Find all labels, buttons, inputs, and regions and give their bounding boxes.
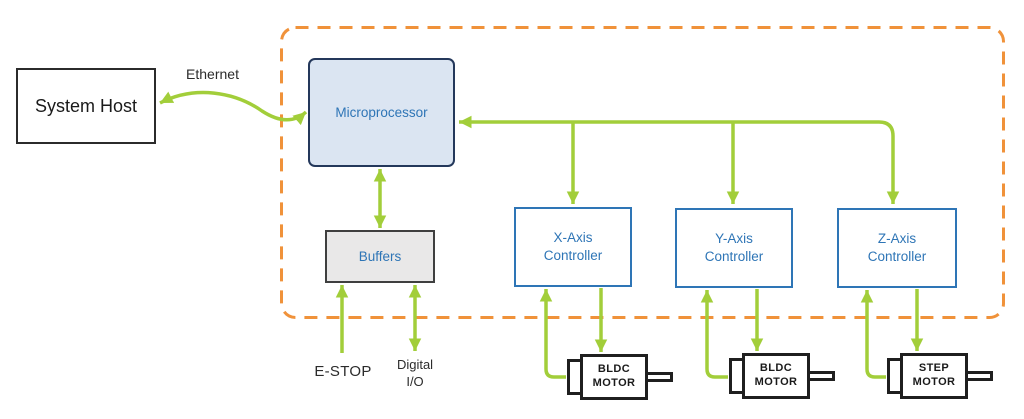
motor-endcap (567, 359, 580, 395)
motor-z-label-line2: MOTOR (912, 376, 956, 388)
motor-shaft (810, 371, 835, 381)
node-bldc-motor-y: BLDC MOTOR (729, 353, 835, 399)
motor-body: BLDC MOTOR (742, 353, 810, 399)
node-system-host: System Host (16, 68, 156, 144)
motor-body: BLDC MOTOR (580, 354, 648, 400)
node-bldc-motor-x: BLDC MOTOR (567, 354, 673, 400)
node-z-axis-controller: Z-Axis Controller (837, 208, 957, 288)
motor-shaft (648, 372, 673, 382)
ethernet-label: Ethernet (186, 66, 239, 82)
node-y-axis-controller: Y-Axis Controller (675, 208, 793, 288)
z-motor-feedback-arrow (860, 290, 886, 379)
z-controller-label-line2: Controller (867, 249, 927, 264)
motor-endcap (729, 358, 742, 394)
y-controller-label-line1: Y-Axis (715, 231, 753, 247)
x-controller-label-line1: X-Axis (553, 230, 593, 246)
motor-x-label-line1: BLDC (597, 363, 631, 376)
motor-y-label-line1: BLDC (759, 362, 793, 375)
motor-x-label-line2: MOTOR (592, 377, 636, 389)
node-microprocessor: Microprocessor (308, 58, 455, 167)
microprocessor-label: Microprocessor (335, 105, 428, 120)
x-motor-feedback-arrow (539, 289, 566, 379)
motor-y-label-line2: MOTOR (754, 376, 798, 388)
ethernet-link-arrow (159, 90, 308, 126)
motor-endcap (887, 358, 900, 394)
estop-label: E-STOP (314, 363, 372, 380)
y-motor-feedback-arrow (700, 290, 728, 379)
digital-io-label-line1: Digital (396, 357, 434, 372)
controller-unit-dashed-boundary (280, 26, 1005, 319)
digital-io-label: Digital I/O (388, 357, 442, 391)
buffers-label: Buffers (358, 249, 402, 264)
motor-shaft (968, 371, 993, 381)
node-x-axis-controller: X-Axis Controller (514, 207, 632, 287)
y-controller-label-line2: Controller (704, 249, 764, 264)
node-step-motor-z: STEP MOTOR (887, 353, 993, 399)
x-controller-label-line2: Controller (543, 248, 603, 263)
feedback-bus-line (459, 115, 900, 204)
digital-io-label-line2: I/O (406, 373, 424, 389)
system-host-label: System Host (34, 95, 138, 116)
z-controller-label-line1: Z-Axis (877, 231, 917, 247)
motor-body: STEP MOTOR (900, 353, 968, 399)
motor-z-label-line1: STEP (918, 362, 950, 375)
node-buffers: Buffers (325, 230, 435, 283)
